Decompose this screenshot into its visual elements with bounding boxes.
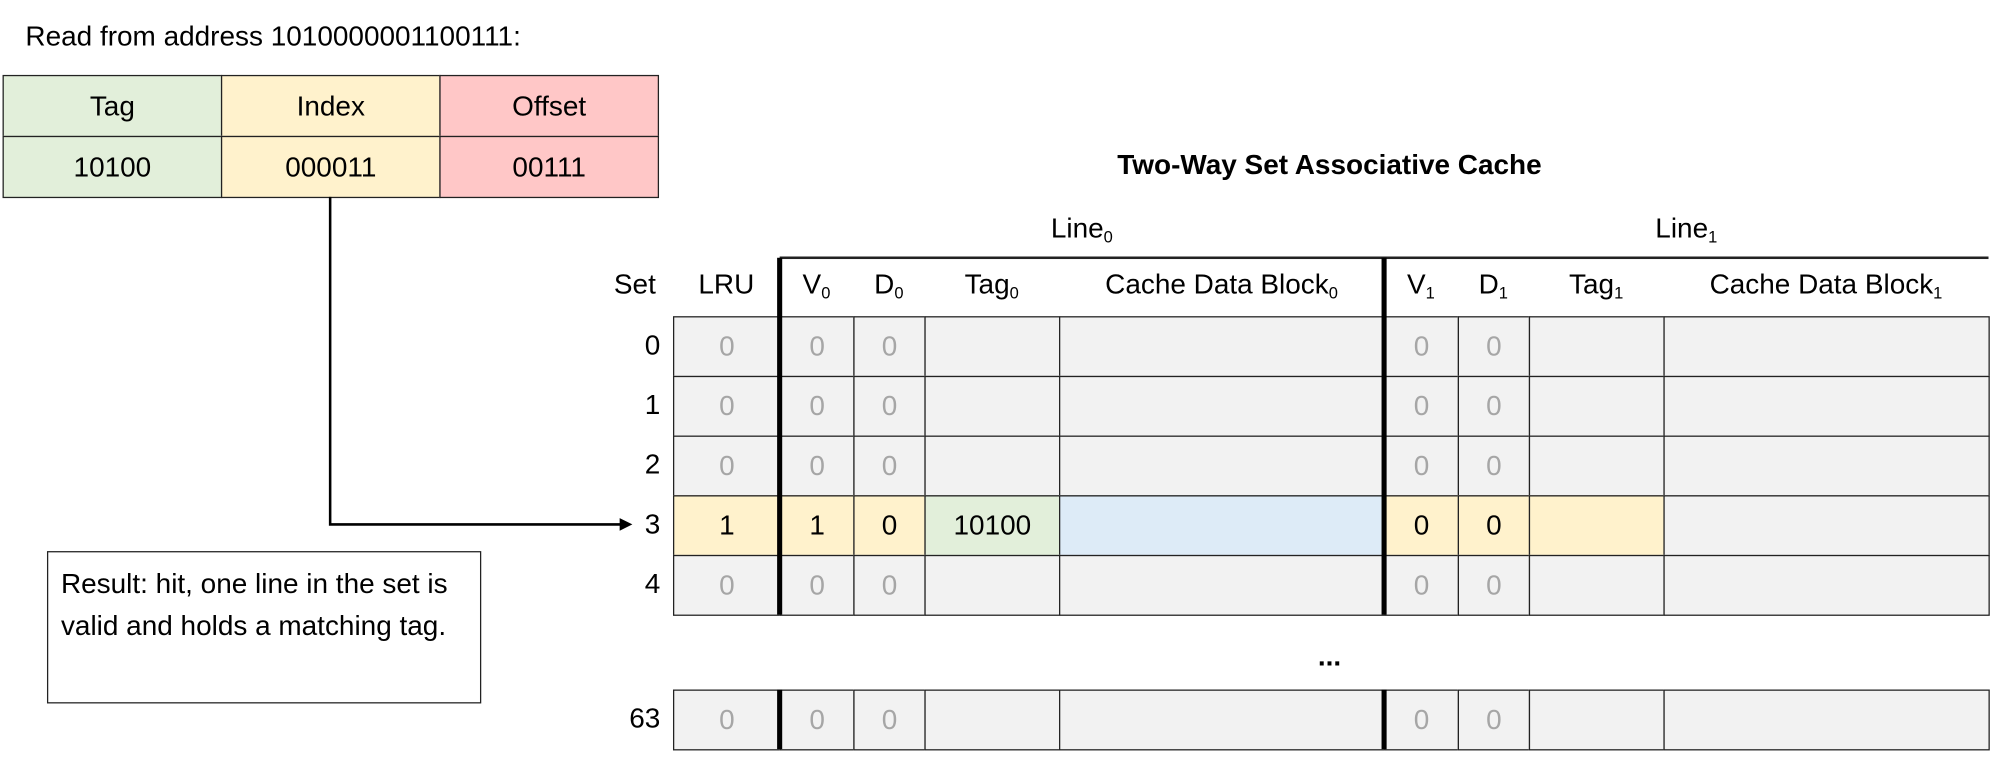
set-number: 0 <box>644 328 661 361</box>
v0-cell: 0 <box>779 316 855 378</box>
column-header-block0: Cache Data Block0 <box>1105 267 1338 303</box>
block0-cell <box>1059 316 1386 378</box>
v1-cell: 0 <box>1384 689 1460 751</box>
lru-cell: 0 <box>672 435 781 497</box>
lru-cell: 0 <box>672 689 781 751</box>
v1-cell: 0 <box>1384 435 1460 497</box>
tag0-cell: 10100 <box>924 495 1061 557</box>
v0-cell: 0 <box>779 375 855 437</box>
line-group-divider <box>1381 257 1387 615</box>
column-header-d0: D0 <box>874 267 904 303</box>
d0-cell: 0 <box>853 689 926 751</box>
lru-cell: 0 <box>672 316 781 378</box>
lru-cell: 0 <box>672 375 781 437</box>
column-header-lru: LRU <box>698 267 755 300</box>
rows-ellipsis: ... <box>1317 639 1342 672</box>
tag1-cell <box>1528 554 1665 616</box>
line1-label: Line1 <box>1655 212 1718 247</box>
block1-cell <box>1663 495 1990 557</box>
v1-cell: 0 <box>1384 375 1460 437</box>
tag1-cell <box>1528 435 1665 497</box>
d1-cell: 0 <box>1457 375 1531 437</box>
d1-cell: 0 <box>1457 435 1531 497</box>
d0-cell: 0 <box>853 375 926 437</box>
column-header-block1: Cache Data Block1 <box>1709 267 1943 303</box>
v1-cell: 0 <box>1384 554 1460 616</box>
tag0-cell <box>924 554 1061 616</box>
tag0-cell <box>924 375 1061 437</box>
v0-cell: 0 <box>779 435 855 497</box>
tag1-cell <box>1528 689 1665 751</box>
v0-cell: 0 <box>779 554 855 616</box>
address-index-value: 000011 <box>220 135 441 199</box>
v1-cell: 0 <box>1384 495 1460 557</box>
set-number: 3 <box>644 507 661 540</box>
column-header-tag1: Tag1 <box>1569 267 1624 303</box>
line0-label: Line0 <box>1050 212 1113 247</box>
tag0-cell <box>924 435 1061 497</box>
address-tag-value: 10100 <box>2 135 223 199</box>
block0-cell <box>1059 435 1386 497</box>
set-number: 2 <box>644 448 661 480</box>
d0-cell: 0 <box>853 554 926 616</box>
block1-cell <box>1663 316 1990 378</box>
set-number: 63 <box>629 702 661 734</box>
block0-cell <box>1059 495 1386 557</box>
block1-cell <box>1663 689 1990 751</box>
v0-cell: 1 <box>779 495 855 557</box>
d0-cell: 0 <box>853 495 926 557</box>
address-header-tag: Tag <box>2 74 223 138</box>
d1-cell: 0 <box>1457 689 1531 751</box>
column-header-v1: V1 <box>1406 267 1435 303</box>
v1-cell: 0 <box>1384 316 1460 378</box>
line-group-divider <box>777 689 783 750</box>
column-header-tag0: Tag0 <box>964 267 1019 303</box>
d1-cell: 0 <box>1457 495 1531 557</box>
lru-cell: 0 <box>672 554 781 616</box>
line-group-divider <box>777 257 783 615</box>
column-header-set: Set <box>613 267 656 300</box>
block0-cell <box>1059 375 1386 437</box>
v0-cell: 0 <box>779 689 855 751</box>
d1-cell: 0 <box>1457 554 1531 616</box>
column-header-d1: D1 <box>1478 267 1508 303</box>
line-group-divider <box>1381 689 1387 750</box>
cache-title: Two-Way Set Associative Cache <box>1117 148 1542 181</box>
column-header-v0: V0 <box>802 267 831 303</box>
set-number: 1 <box>644 388 661 421</box>
block1-cell <box>1663 554 1990 616</box>
set-number: 4 <box>644 567 661 600</box>
block0-cell <box>1059 689 1386 751</box>
d0-cell: 0 <box>853 316 926 378</box>
tag0-cell <box>924 316 1061 378</box>
block0-cell <box>1059 554 1386 616</box>
d0-cell: 0 <box>853 435 926 497</box>
result-box: Result: hit, one line in the set is vali… <box>46 551 482 704</box>
tag0-cell <box>924 689 1061 751</box>
d1-cell: 0 <box>1457 316 1531 378</box>
tag1-cell <box>1528 375 1665 437</box>
read-address-label: Read from address 1010000001100111: <box>25 20 521 53</box>
lru-cell: 1 <box>672 495 781 557</box>
address-offset-value: 00111 <box>439 135 660 199</box>
tag1-cell <box>1528 495 1665 557</box>
block1-cell <box>1663 435 1990 497</box>
block1-cell <box>1663 375 1990 437</box>
tag1-cell <box>1528 316 1665 378</box>
